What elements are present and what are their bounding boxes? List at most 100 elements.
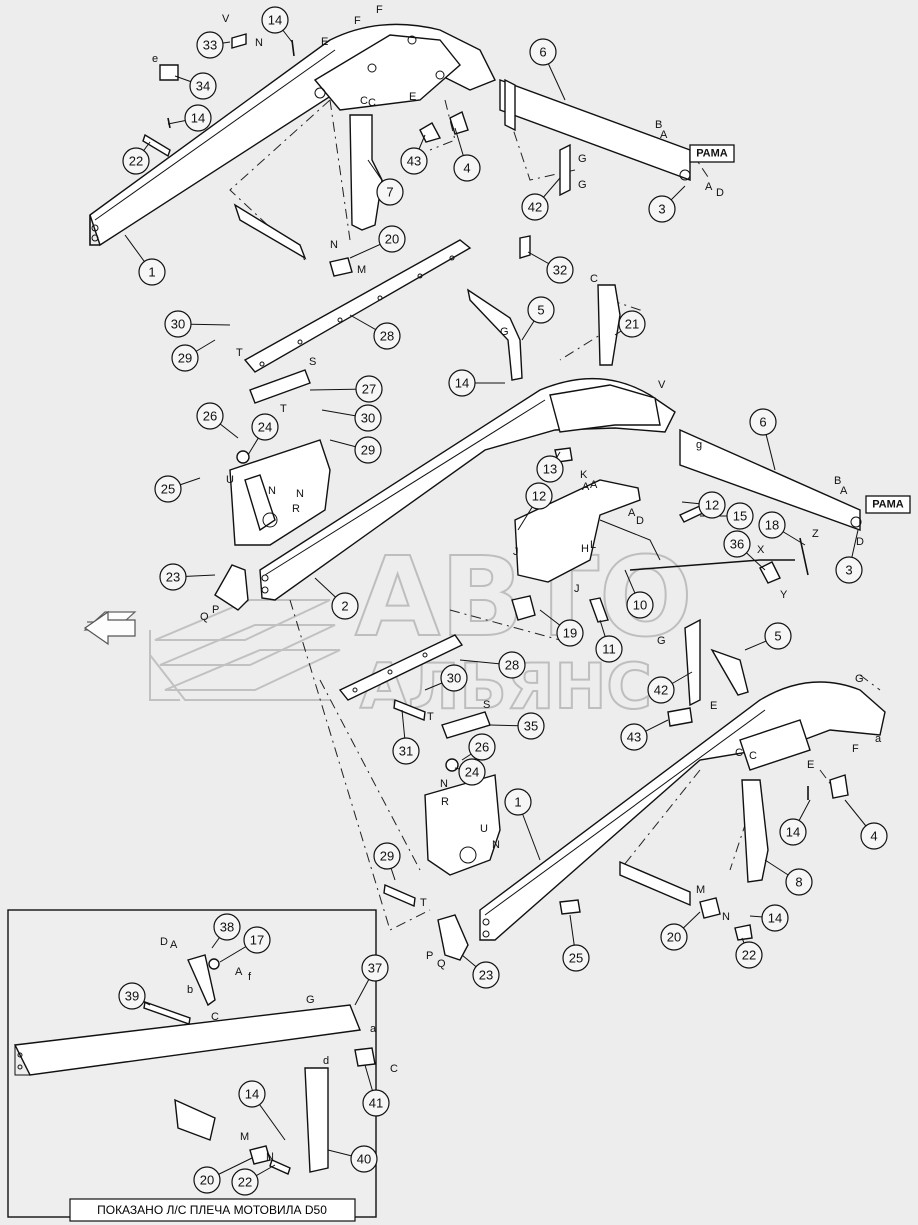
callout-circle	[440, 664, 468, 692]
callout-circle	[164, 310, 192, 338]
callout-circle	[527, 296, 555, 324]
callout-circle	[376, 178, 404, 206]
reference-letter: F	[354, 15, 361, 27]
reference-letter: R	[441, 796, 449, 808]
callout-number: 26	[203, 409, 217, 424]
callout-37: 37	[361, 954, 389, 982]
callout-19: 19	[556, 619, 584, 647]
reference-letter: C	[735, 747, 743, 759]
callout-24: 24	[458, 758, 486, 786]
callout-circle	[193, 1166, 221, 1194]
reference-letter: N	[722, 911, 730, 923]
callout-number: 6	[539, 45, 546, 60]
callout-number: 19	[563, 626, 577, 641]
callout-circle	[378, 225, 406, 253]
callout-26: 26	[468, 733, 496, 761]
callout-number: 29	[178, 351, 192, 366]
reference-letter: M	[240, 1131, 249, 1143]
callout-number: 4	[463, 161, 470, 176]
callout-circle	[196, 402, 224, 430]
upper-reel-arm	[89, 23, 496, 247]
callout-circle	[504, 788, 532, 816]
callout-22: 22	[231, 1168, 259, 1196]
frame-tag-middle: РАМА	[865, 495, 911, 514]
callout-circle	[138, 258, 166, 286]
reference-letter: K	[580, 469, 588, 481]
callout-number: 28	[505, 658, 519, 673]
callout-number: 30	[361, 411, 375, 426]
callout-number: 30	[171, 317, 185, 332]
callout-number: 31	[399, 744, 413, 759]
reference-letter: G	[578, 153, 587, 165]
callout-circle	[562, 944, 590, 972]
callout-5: 5	[527, 296, 555, 324]
callout-41: 41	[362, 1089, 390, 1117]
callout-circle	[860, 822, 888, 850]
callout-circle	[626, 591, 654, 619]
reference-letter: E	[409, 91, 416, 103]
callout-circle	[261, 6, 289, 34]
reference-letter: Z	[812, 528, 819, 540]
callout-24: 24	[251, 413, 279, 441]
callout-circle	[251, 413, 279, 441]
callout-number: 40	[357, 1152, 371, 1167]
callout-number: 22	[129, 154, 143, 169]
reference-letter: Q	[200, 611, 209, 623]
callout-3: 3	[648, 195, 676, 223]
reference-letter: G	[500, 326, 509, 338]
callout-25: 25	[154, 475, 182, 503]
callout-number: 30	[447, 671, 461, 686]
callout-circle	[735, 941, 763, 969]
callout-circle	[355, 375, 383, 403]
reference-letter: F	[852, 743, 859, 755]
callout-33: 33	[196, 31, 224, 59]
callout-20: 20	[378, 225, 406, 253]
reference-letter: N	[255, 37, 263, 49]
callout-30: 30	[440, 664, 468, 692]
reference-letter: E	[710, 700, 717, 712]
reference-letter: Y	[780, 589, 788, 601]
reference-letter: B	[834, 475, 841, 487]
callout-29: 29	[171, 344, 199, 372]
upper-support-plate	[349, 114, 383, 231]
callout-20: 20	[193, 1166, 221, 1194]
callout-circle	[171, 344, 199, 372]
callout-circle	[118, 982, 146, 1010]
callout-circle	[723, 530, 751, 558]
reference-letter: G	[657, 635, 666, 647]
callout-circle	[556, 619, 584, 647]
callout-number: 43	[407, 154, 421, 169]
callout-number: 4	[870, 829, 877, 844]
callout-circle	[779, 818, 807, 846]
reference-letter: a	[370, 1023, 377, 1035]
callout-number: 36	[730, 537, 744, 552]
callout-number: 35	[524, 719, 538, 734]
callout-number: 3	[845, 563, 852, 578]
callout-number: 29	[361, 443, 375, 458]
callout-36: 36	[723, 530, 751, 558]
inset-view	[7, 909, 377, 1218]
reference-letter: G	[855, 673, 864, 685]
callout-circle	[835, 556, 863, 584]
callout-number: 2	[341, 599, 348, 614]
frame-tag-upper: РАМА	[689, 144, 735, 163]
reference-letter: b	[187, 984, 193, 996]
middle-bracket-assembly	[214, 369, 331, 611]
callout-14: 14	[779, 818, 807, 846]
callout-circle	[154, 475, 182, 503]
watermark-logo: АВТО АЛЬЯНС	[83, 532, 694, 724]
callout-circle	[350, 1145, 378, 1173]
callout-number: 28	[380, 329, 394, 344]
callout-number: 33	[203, 38, 217, 53]
lower-hardware	[383, 699, 849, 941]
callout-circle	[749, 408, 777, 436]
callout-number: 23	[166, 570, 180, 585]
callout-circle	[184, 104, 212, 132]
reference-letter: M	[696, 884, 705, 896]
reference-letter: U	[226, 474, 234, 486]
reference-letter: N	[492, 839, 500, 851]
callout-27: 27	[355, 375, 383, 403]
callout-14: 14	[238, 1080, 266, 1108]
